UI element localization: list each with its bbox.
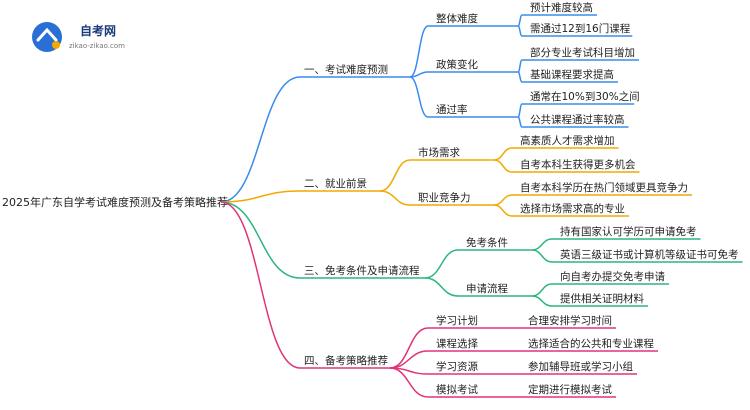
leaf-node-label[interactable]: 公共课程通过率较高	[530, 113, 625, 126]
child-node-label[interactable]: 学习资源	[436, 360, 478, 373]
branch-node-label[interactable]: 二、就业前景	[304, 177, 367, 190]
branch-connector	[220, 201, 301, 369]
branch-node-label[interactable]: 一、考试难度预测	[304, 63, 388, 76]
leaf-node-label[interactable]: 向自考办提交免考申请	[560, 270, 665, 283]
child-connector	[379, 190, 411, 206]
logo-icon-dot	[52, 41, 60, 49]
site-logo[interactable]: 自考网 zikao-zikao.com	[32, 22, 125, 52]
leaf-node-label[interactable]: 持有国家认可学历可申请免考	[560, 225, 697, 238]
leaf-node-label[interactable]: 基础课程要求提高	[530, 68, 614, 81]
mindmap-edges	[220, 14, 743, 398]
child-connector	[389, 327, 429, 369]
leaf-node-label[interactable]: 高素质人才需求增加	[520, 134, 615, 147]
leaf-connector	[517, 71, 523, 83]
logo-subtitle: zikao-zikao.com	[69, 42, 125, 50]
leaf-connector	[517, 103, 523, 118]
child-connector	[409, 25, 429, 78]
child-node-label[interactable]: 政策变化	[436, 58, 478, 71]
leaf-node-label[interactable]: 参加辅导班或学习小组	[528, 360, 633, 373]
child-connector	[424, 249, 459, 279]
leaf-node-label[interactable]: 自考本科学历在热门领域更具竞争力	[520, 181, 688, 194]
branch-connector	[220, 76, 301, 203]
child-node-label[interactable]: 模拟考试	[436, 383, 478, 396]
child-node-label[interactable]: 职业竞争力	[418, 191, 471, 204]
child-connector	[389, 350, 429, 369]
leaf-node-label[interactable]: 定期进行模拟考试	[528, 383, 612, 396]
child-connector	[379, 159, 411, 192]
logo-icon-mark	[36, 27, 58, 42]
leaf-connector	[493, 204, 513, 217]
logo-title: 自考网	[80, 23, 116, 38]
leaf-connector	[531, 283, 553, 297]
branch-node-label[interactable]: 四、备考策略推荐	[304, 354, 388, 367]
child-node-label[interactable]: 课程选择	[436, 337, 478, 350]
branch-node-label[interactable]: 三、免考条件及申请流程	[304, 264, 420, 277]
leaf-node-label[interactable]: 自考本科生获得更多机会	[520, 158, 636, 171]
child-node-label[interactable]: 申请流程	[466, 282, 508, 295]
child-node-label[interactable]: 整体难度	[436, 12, 478, 25]
leaf-node-label[interactable]: 选择市场需求高的专业	[520, 202, 625, 215]
leaf-node-label[interactable]: 需通过12到16门课程	[530, 22, 631, 35]
leaf-node-label[interactable]: 合理安排学习时间	[528, 314, 612, 327]
leaf-node-label[interactable]: 英语三级证书或计算机等级证书可免考	[560, 248, 739, 261]
leaf-connector	[517, 14, 523, 27]
leaf-connector	[493, 147, 513, 161]
child-connector	[389, 367, 429, 398]
leaf-connector	[517, 59, 523, 73]
leaf-node-label[interactable]: 选择适合的公共和专业课程	[528, 337, 654, 350]
root-node-label: 2025年广东自学考试难度预测及备考策略推荐	[2, 195, 228, 209]
leaf-node-label[interactable]: 预计难度较高	[530, 1, 593, 14]
leaf-node-label[interactable]: 通常在10%到30%之间	[530, 90, 640, 103]
child-node-label[interactable]: 市场需求	[418, 146, 460, 159]
leaf-connector	[493, 194, 513, 206]
leaf-connector	[517, 116, 523, 128]
child-node-label[interactable]: 免考条件	[466, 236, 508, 249]
leaf-connector	[517, 25, 523, 37]
branch-connector	[220, 201, 301, 279]
leaf-connector	[493, 159, 513, 173]
leaf-node-label[interactable]: 提供相关证明材料	[560, 292, 644, 305]
leaf-node-label[interactable]: 部分专业考试科目增加	[530, 46, 635, 59]
leaf-connector	[531, 295, 553, 307]
child-node-label[interactable]: 学习计划	[436, 314, 478, 327]
branch-connector	[220, 190, 301, 203]
child-node-label[interactable]: 通过率	[436, 103, 468, 116]
child-connector	[409, 76, 429, 118]
leaf-connector	[531, 238, 553, 251]
leaf-connector	[531, 249, 553, 263]
child-connector	[424, 277, 459, 297]
